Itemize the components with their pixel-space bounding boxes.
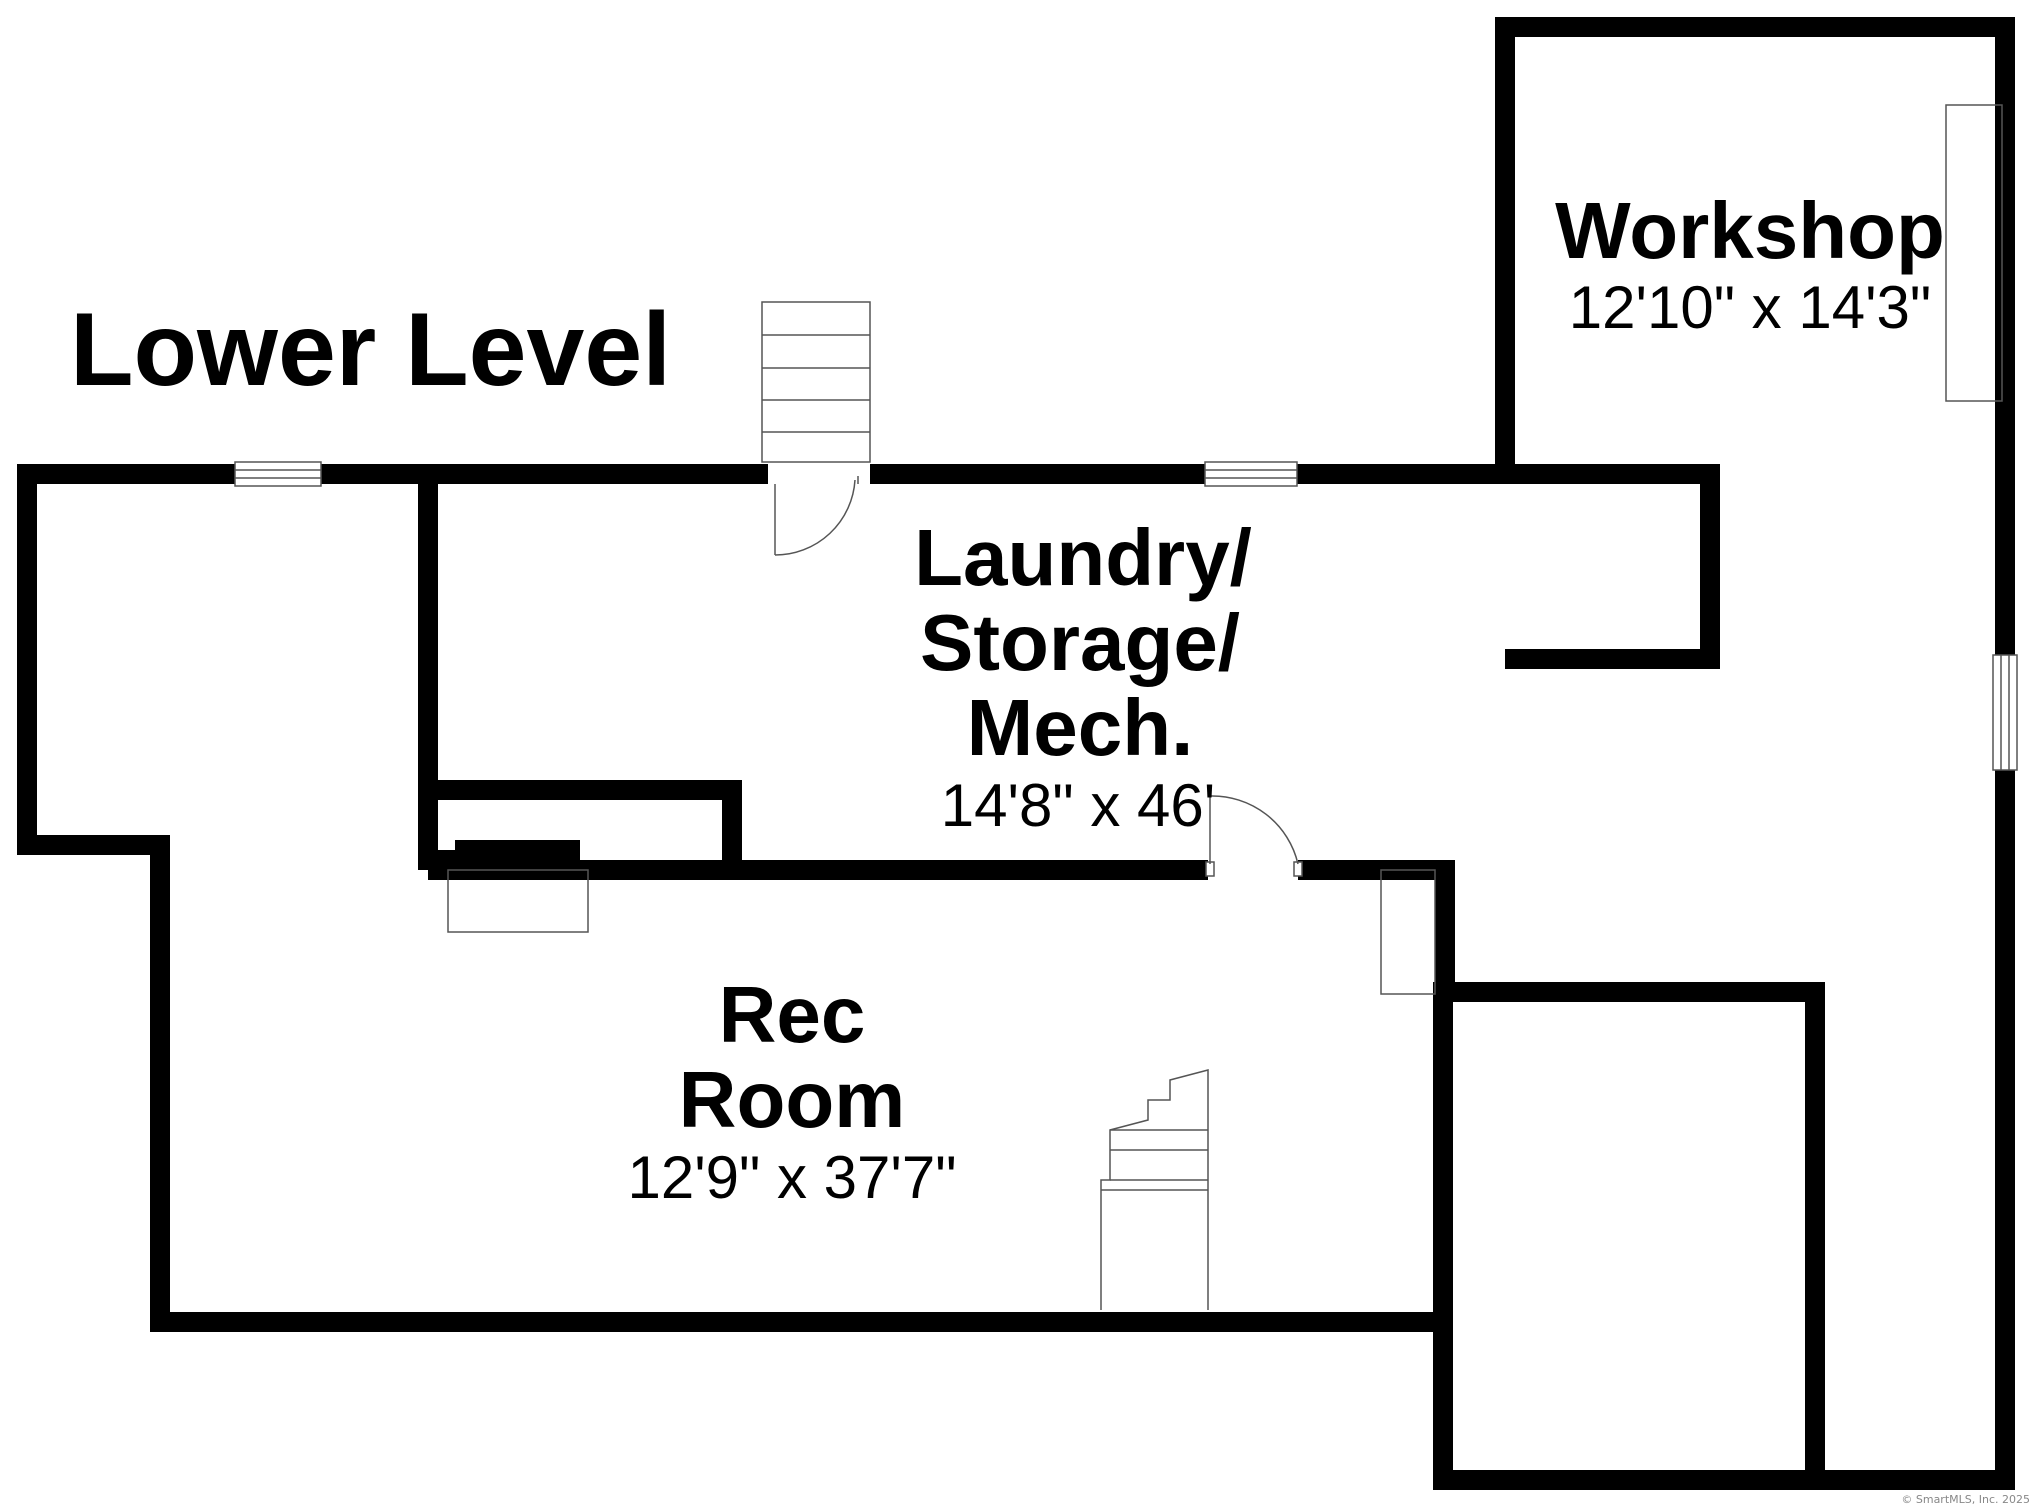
window-top-left	[234, 461, 322, 487]
room-name-workshop: Workshop	[1555, 186, 1945, 275]
workshop-counter	[1945, 104, 2003, 402]
room-label-laundry: Laundry/ Storage/ Mech. 14'8" x 46'	[914, 513, 1252, 839]
room-name-rec-line1: Rec	[719, 970, 866, 1059]
window-top-center	[1204, 461, 1298, 487]
room-name-laundry-line1: Laundry/	[914, 513, 1252, 602]
built-in-cabinet	[1380, 869, 1436, 995]
level-title: Lower Level	[70, 292, 671, 408]
room-name-rec-line2: Room	[679, 1055, 906, 1144]
interior-stairs	[1100, 1069, 1209, 1310]
windows	[234, 461, 2018, 771]
copyright-credit: © SmartMLS, Inc. 2025	[1901, 1493, 2030, 1506]
door-exterior	[774, 476, 859, 556]
room-dimensions-workshop: 12'10" x 14'3"	[1569, 274, 1931, 341]
hearth	[447, 869, 589, 933]
door-interior	[1205, 795, 1303, 877]
exterior-stairs	[761, 301, 871, 463]
room-dimensions-laundry: 14'8" x 46'	[941, 772, 1215, 839]
room-dimensions-rec: 12'9" x 37'7"	[627, 1144, 956, 1211]
window-right	[1992, 654, 2018, 771]
room-label-rec-room: Rec Room 12'9" x 37'7"	[627, 970, 956, 1211]
room-label-workshop: Workshop 12'10" x 14'3"	[1555, 186, 1945, 341]
room-name-laundry-line2: Storage/	[920, 598, 1240, 687]
room-name-laundry-line3: Mech.	[967, 683, 1194, 772]
